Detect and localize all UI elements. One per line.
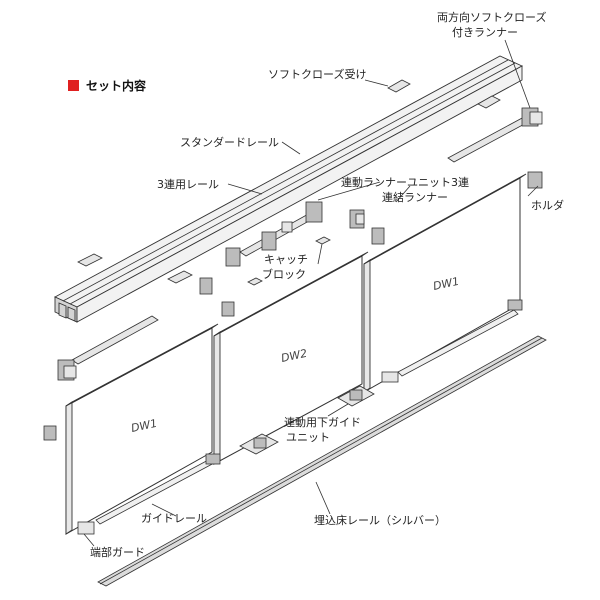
- label-floor-rail: 埋込床レール（シルバー）: [314, 513, 446, 527]
- soft-close-receiver-parts: [77, 79, 501, 284]
- guide-rails: [95, 299, 523, 525]
- floor-rail: [97, 335, 547, 587]
- linked-runner-unit: [225, 201, 323, 267]
- label-linked-runner-unit: 連動ランナーユニット3連: [341, 175, 469, 189]
- catch-block: [247, 236, 331, 286]
- door-panel-middle: [213, 251, 369, 465]
- door-panel-right: [363, 173, 527, 393]
- leader-lines: [83, 39, 539, 547]
- panel-label-middle: DW2: [280, 347, 308, 365]
- triple-rail: [53, 55, 524, 323]
- lower-guide-unit: [239, 385, 375, 455]
- label-soft-close-receiver: ソフトクローズ受け: [268, 67, 366, 81]
- heading-marker: [68, 80, 79, 91]
- heading-text: セット内容: [86, 78, 146, 93]
- label-holder: ホルダ: [531, 198, 564, 212]
- label-bidirectional-runner-line2: 付きランナー: [452, 26, 518, 39]
- door-panel-left: [65, 323, 219, 535]
- label-standard-rail: スタンダードレール: [180, 135, 279, 149]
- label-connecting-runner: 連結ランナー: [382, 190, 448, 204]
- bidirectional-runner-right: [447, 107, 543, 163]
- connecting-runner: [349, 209, 365, 229]
- bidirectional-runner-left: [57, 315, 159, 381]
- label-lower-guide-line1: 連動用下ガイド: [284, 415, 361, 429]
- label-catch-block-line2: ブロック: [262, 267, 306, 281]
- label-guide-rail: ガイドレール: [141, 512, 207, 525]
- label-triple-rail: 3連用レール: [157, 177, 219, 191]
- label-catch-block-line1: キャッチ: [264, 253, 308, 266]
- panel-label-right: DW1: [432, 275, 460, 293]
- panel-label-left: DW1: [130, 417, 158, 435]
- label-end-guard: 端部ガード: [90, 545, 145, 559]
- end-guard: [77, 521, 95, 535]
- label-bidirectional-runner-line1: 両方向ソフトクローズ: [437, 10, 546, 24]
- label-lower-guide-line2: ユニット: [286, 431, 330, 444]
